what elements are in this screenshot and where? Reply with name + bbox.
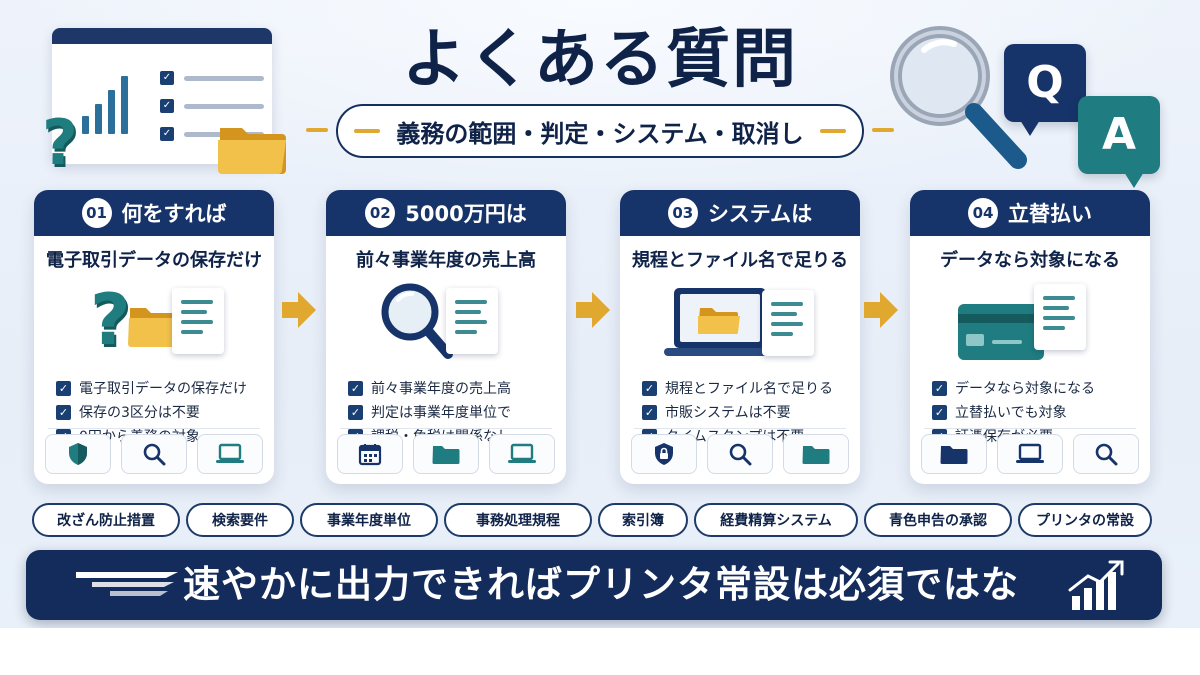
card-illustration (910, 272, 1150, 372)
infographic-canvas: ✓ ✓ ✓ ? よくある質問 義務の範囲・判定・システム・取消し Q A 01 … (0, 0, 1200, 628)
document-icon (172, 288, 224, 354)
card-checklist: ✓規程とファイル名で足りる ✓市販システムは不要 ✓タイムスタンプは不要 (620, 376, 860, 448)
flow-arrow-icon (864, 292, 898, 328)
list-item: ✓電子取引データの保存だけ (56, 376, 274, 400)
faq-card-4: 04 立替払い データなら対象になる ✓データなら対象になる ✓立替払いでも対象… (910, 190, 1150, 484)
folder-icon (413, 434, 479, 474)
chart-icon (82, 76, 128, 134)
card-number: 02 (365, 198, 396, 228)
laptop-icon (997, 434, 1063, 474)
subtitle-right-dash (872, 128, 894, 132)
calendar-icon (337, 434, 403, 474)
keyword-tags: 改ざん防止措置 検索要件 事業年度単位 事務処理規程 索引簿 経費精算システム … (32, 503, 1168, 537)
tag-item: 改ざん防止措置 (32, 503, 180, 537)
magnifier-icon (381, 283, 453, 359)
card-title: 立替払い (1008, 202, 1092, 226)
subtitle-pill: 義務の範囲・判定・システム・取消し (336, 104, 864, 158)
laptop-icon (489, 434, 555, 474)
tag-item: 索引簿 (598, 503, 688, 537)
tag-item: プリンタの常設 (1018, 503, 1152, 537)
document-icon (446, 288, 498, 354)
tag-item: 青色申告の承認 (864, 503, 1012, 537)
card-number: 01 (81, 198, 112, 228)
search-icon (707, 434, 773, 474)
card-subtitle: 電子取引データの保存だけ (46, 250, 262, 271)
card-illustration (326, 272, 566, 372)
question-icon: ? (42, 106, 78, 179)
page-subtitle: 義務の範囲・判定・システム・取消し (396, 119, 804, 148)
tag-item: 事務処理規程 (444, 503, 592, 537)
tag-item: 検索要件 (186, 503, 294, 537)
laptop-icon (664, 288, 776, 356)
list-item: ✓データなら対象になる (932, 376, 1150, 400)
card-title: 何をすれば (121, 202, 227, 226)
question-icon: ? (90, 279, 131, 361)
flow-arrow-icon (282, 292, 316, 328)
list-item: ✓立替払いでも対象 (932, 400, 1150, 424)
card-subtitle: 前々事業年度の売上高 (356, 250, 536, 271)
search-icon (121, 434, 187, 474)
report-window-illustration: ✓ ✓ ✓ (52, 28, 272, 164)
folder-icon (128, 308, 183, 347)
faq-card-2: 02 5000万円は 前々事業年度の売上高 ✓前々事業年度の売上高 ✓判定は事業… (326, 190, 566, 484)
document-icon (762, 290, 814, 356)
q-bubble: Q (1004, 44, 1086, 136)
card-illustration: ? (34, 272, 274, 372)
shield-icon (45, 434, 111, 474)
subtitle-left-dash (306, 128, 328, 132)
banner-text: 速やかに出力できればプリンタ常設は必須ではない (183, 563, 1019, 606)
magnifier-icon (890, 26, 1027, 169)
card-subtitle: 規程とファイル名で足りる (632, 250, 848, 271)
card-subtitle: データなら対象になる (940, 250, 1120, 271)
a-bubble: A (1078, 96, 1160, 188)
page-title: よくある質問 (402, 23, 798, 97)
list-item: ✓判定は事業年度単位で (348, 400, 566, 424)
lock-icon (631, 434, 697, 474)
document-icon (1034, 284, 1086, 350)
card-number: 04 (968, 198, 998, 228)
list-item: ✓市販システムは不要 (642, 400, 860, 424)
faq-card-1: 01 何をすれば 電子取引データの保存だけ ? ✓電子取引データの保存だけ ✓保… (34, 190, 274, 484)
folder-icon (921, 434, 987, 474)
list-item: ✓前々事業年度の売上高 (348, 376, 566, 400)
list-item: ✓保存の3区分は不要 (56, 400, 274, 424)
card-title: システムは (707, 202, 813, 226)
card-illustration (620, 272, 860, 372)
credit-card-icon (958, 304, 1044, 360)
laptop-icon (197, 434, 263, 474)
list-item: ✓規程とファイル名で足りる (642, 376, 860, 400)
flow-arrow-icon (576, 292, 610, 328)
card-number: 03 (667, 198, 698, 228)
folder-icon (783, 434, 849, 474)
faq-card-3: 03 システムは 規程とファイル名で足りる ✓規程とファイル名で足りる ✓市販シ… (620, 190, 860, 484)
tag-item: 経費精算システム (694, 503, 858, 537)
search-icon (1073, 434, 1139, 474)
growth-chart-icon (1068, 560, 1124, 610)
card-title: 5000万円は (405, 202, 527, 226)
conclusion-banner: 速やかに出力できればプリンタ常設は必須ではない (26, 550, 1162, 620)
tag-item: 事業年度単位 (300, 503, 438, 537)
folder-icon (218, 128, 286, 174)
speed-lines-icon (76, 572, 178, 596)
